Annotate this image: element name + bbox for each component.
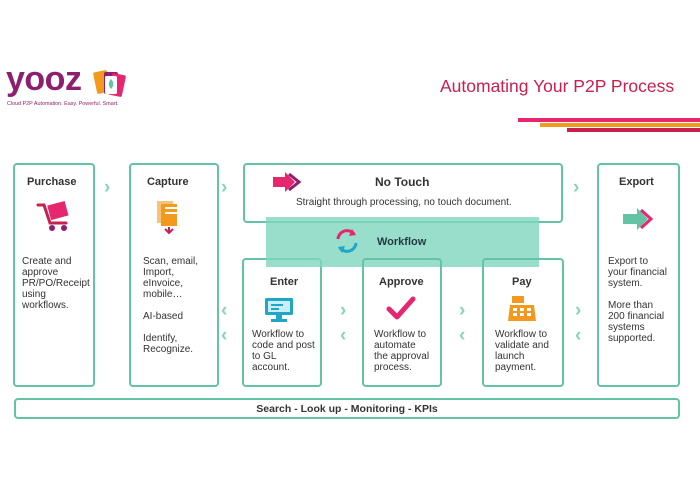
cycle-arrows-icon: [336, 229, 358, 253]
stripe-orange: [540, 123, 700, 127]
export-text: Export to your financial system. More th…: [608, 256, 667, 344]
pay-title: Pay: [512, 276, 532, 288]
chevron-right-icon: ›: [221, 177, 228, 198]
chevron-left-icon: ‹: [340, 325, 347, 346]
chevron-right-icon: ›: [573, 177, 580, 198]
approve-box: [362, 258, 442, 387]
capture-text: Scan, email, Import, eInvoice, mobile… A…: [143, 256, 199, 355]
checkmark-icon: [386, 296, 416, 320]
chevron-right-icon: ›: [575, 300, 582, 321]
stripe-magenta: [567, 128, 700, 132]
export-box: [597, 163, 680, 387]
logo-tagline: Cloud P2P Automation. Easy. Powerful. Sm…: [7, 101, 119, 107]
chevron-right-icon: ›: [459, 300, 466, 321]
enter-text: Workflow to code and post to GL account.: [252, 329, 315, 373]
capture-title: Capture: [147, 176, 189, 188]
chevron-left-icon: ‹: [459, 325, 466, 346]
approve-title: Approve: [379, 276, 424, 288]
no-touch-text: Straight through processing, no touch do…: [296, 197, 512, 208]
computer-monitor-icon: [265, 298, 293, 322]
cash-register-icon: [508, 296, 536, 321]
yooz-logo: yooz: [6, 60, 82, 98]
purchase-box: [13, 163, 95, 387]
logo-cards-icon: [93, 70, 126, 97]
purchase-text: Create and approve PR/PO/Receipt using w…: [22, 256, 90, 311]
chevron-left-icon: ‹: [221, 300, 228, 321]
stripe-pink: [518, 118, 700, 122]
capture-box: [129, 163, 219, 387]
search-monitoring-text: Search - Look up - Monitoring - KPIs: [256, 403, 438, 415]
document-stack-icon: [157, 201, 179, 235]
enter-box: [242, 258, 322, 387]
purchase-title: Purchase: [27, 176, 77, 188]
fast-forward-arrow-icon: [273, 172, 302, 192]
approve-text: Workflow to automate the approval proces…: [374, 329, 430, 373]
cart-icon: [36, 200, 69, 231]
pay-box: [482, 258, 564, 387]
chevron-right-icon: ›: [104, 177, 111, 198]
pay-text: Workflow to validate and launch payment.: [495, 329, 549, 373]
no-touch-title: No Touch: [375, 175, 430, 189]
page-title: Automating Your P2P Process: [440, 76, 675, 96]
chevron-right-icon: ›: [340, 300, 347, 321]
search-monitoring-bar: Search - Look up - Monitoring - KPIs: [14, 398, 680, 419]
enter-title: Enter: [270, 276, 299, 288]
chevron-left-icon: ‹: [221, 325, 228, 346]
export-arrow-icon: [623, 208, 654, 230]
workflow-title: Workflow: [377, 236, 427, 248]
export-title: Export: [619, 176, 654, 188]
chevron-left-icon: ‹: [575, 325, 582, 346]
